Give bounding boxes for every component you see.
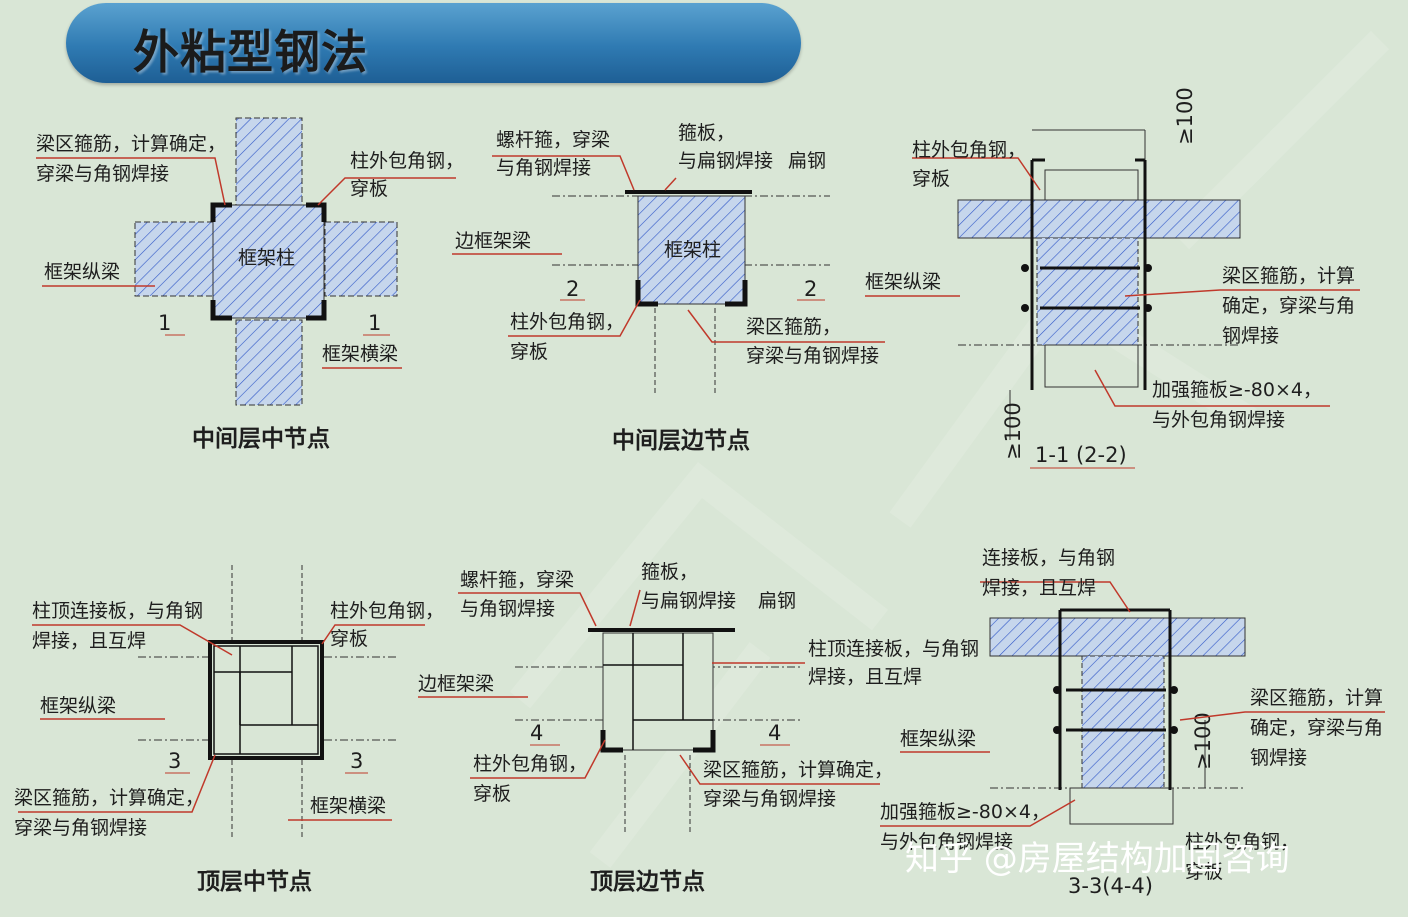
svg-text:1: 1: [158, 311, 171, 335]
label-stirrup-1: 梁区箍筋，: [746, 316, 841, 338]
label-angle-2: 穿板: [912, 168, 950, 190]
watermark-text: 知乎 @房屋结构加固咨询: [905, 839, 1290, 879]
section-1-1: ≥100 ≥100 柱外包角钢， 穿板 框架纵梁 梁区箍筋，计算 确定，穿梁与角…: [865, 87, 1360, 469]
angle-steel: [210, 202, 327, 321]
label-edge-beam: 边框架梁: [418, 673, 494, 695]
label-column: 框架柱: [238, 247, 295, 269]
label-plate-2: 与外包角钢焊接: [1152, 409, 1285, 431]
slab-top: [989, 617, 1246, 657]
label-angle-1: 柱外包角钢，: [473, 753, 587, 775]
svg-text:1: 1: [368, 311, 381, 335]
beam-section: [1036, 237, 1139, 346]
label-stirrup-2: 确定，穿梁与角: [1222, 295, 1355, 317]
label-plate-1: 加强箍板≥-80×4，: [880, 801, 1050, 823]
svg-text:≥100: ≥100: [1191, 712, 1215, 770]
svg-text:3: 3: [350, 749, 363, 773]
label-angle-1: 柱外包角钢，: [1185, 831, 1299, 853]
svg-text:2: 2: [566, 277, 579, 301]
node-middle-edge: 2 2 螺杆箍，穿梁 与角钢焊接 箍板， 与扁钢焊接 扁钢 边框架梁 框架柱 柱…: [452, 122, 885, 454]
svg-text:2: 2: [804, 277, 817, 301]
label-stirrup-3: 钢焊接: [1222, 325, 1279, 347]
label-angle-2: 穿板: [510, 341, 548, 363]
label-connect-plate-2: 焊接，且互焊: [982, 577, 1096, 599]
label-longitudinal-beam: 框架纵梁: [44, 261, 120, 283]
label-plate-1: 加强箍板≥-80×4，: [1152, 379, 1322, 401]
beam-left: [134, 221, 214, 297]
label-stirrup-1: 梁区箍筋，计算: [1222, 265, 1355, 287]
svg-text:4: 4: [768, 721, 781, 745]
label-longitudinal-beam: 框架纵梁: [865, 271, 941, 293]
label-angle-2: 穿板: [473, 783, 511, 805]
title-banner: [66, 3, 801, 83]
caption-node-4: 顶层中节点: [197, 869, 312, 895]
caption-node-1: 中间层中节点: [192, 426, 330, 452]
caption-section-3: 3-3(4-4): [1068, 874, 1153, 898]
label-bolt-stirrup-2: 与角钢焊接: [496, 157, 591, 179]
label-stirrup-2: 穿梁与角钢焊接: [14, 817, 147, 839]
label-stirrup-1: 梁区箍筋，计算确定，: [36, 133, 226, 155]
column-upper: [235, 117, 303, 207]
label-stirrup-2: 穿梁与角钢焊接: [703, 788, 836, 810]
label-plate-2: 与外包角钢焊接: [880, 831, 1013, 853]
label-bolt-stirrup-2: 与角钢焊接: [460, 598, 555, 620]
label-stirrup-2: 穿梁与角钢焊接: [746, 345, 879, 367]
label-flat-steel: 扁钢: [758, 590, 796, 612]
label-angle-2: 穿板: [1185, 861, 1223, 883]
label-angle-1: 柱外包角钢，: [510, 311, 624, 333]
svg-text:≥100: ≥100: [1001, 402, 1025, 460]
slab: [957, 199, 1241, 239]
beam-section: [1081, 655, 1165, 789]
label-plate-2: 与扁钢焊接: [641, 590, 736, 612]
label-stirrup-1: 梁区箍筋，计算确定，: [703, 759, 893, 781]
label-plate-1: 箍板，: [678, 122, 735, 144]
label-plate-2: 与扁钢焊接: [678, 150, 773, 172]
label-bolt-stirrup-1: 螺杆箍，穿梁: [460, 569, 574, 591]
edge-column: [637, 195, 746, 305]
node-middle-interior: 1 1 梁区箍筋，计算确定， 穿梁与角钢焊接 柱外包角钢， 穿板 框架纵梁 框架…: [36, 117, 464, 452]
label-transverse-beam: 框架横梁: [322, 343, 398, 365]
label-angle-1: 柱外包角钢，: [350, 150, 464, 172]
column-core: [212, 204, 325, 319]
label-longitudinal-beam: 框架纵梁: [900, 728, 976, 750]
label-stirrup-1: 梁区箍筋，计算确定，: [14, 787, 204, 809]
page-title: 外粘型钢法: [133, 25, 368, 79]
top-edge-plate: [602, 632, 714, 751]
label-angle-2: 穿板: [350, 178, 388, 200]
label-plate-1: 箍板，: [641, 561, 698, 583]
section-3-3: ≥100 连接板，与角钢 焊接，且互焊 梁区箍筋，计算 确定，穿梁与角 钢焊接 …: [880, 547, 1385, 898]
top-plate: [208, 640, 324, 760]
label-top-plate-2: 焊接，且互焊: [32, 630, 146, 652]
label-bolt-stirrup-1: 螺杆箍，穿梁: [496, 129, 610, 151]
caption-node-5: 顶层边节点: [590, 869, 705, 895]
label-stirrup-3: 钢焊接: [1250, 747, 1307, 769]
label-stirrup-2: 穿梁与角钢焊接: [36, 163, 169, 185]
label-top-plate-1: 柱顶连接板，与角钢: [808, 638, 979, 660]
label-stirrup-2: 确定，穿梁与角: [1250, 717, 1383, 739]
label-longitudinal-beam: 框架纵梁: [40, 695, 116, 717]
label-edge-beam: 边框架梁: [455, 230, 531, 252]
beam-right: [324, 221, 398, 297]
svg-text:3: 3: [168, 749, 181, 773]
label-flat-steel: 扁钢: [788, 150, 826, 172]
label-angle-1: 柱外包角钢，: [912, 139, 1026, 161]
svg-text:≥100: ≥100: [1173, 87, 1197, 145]
caption-node-2: 中间层边节点: [612, 428, 750, 454]
label-stirrup-1: 梁区箍筋，计算: [1250, 687, 1383, 709]
label-top-plate-1: 柱顶连接板，与角钢: [32, 600, 203, 622]
label-angle-1: 柱外包角钢，: [330, 600, 444, 622]
caption-section-1: 1-1 (2-2): [1035, 443, 1127, 467]
svg-text:4: 4: [530, 721, 543, 745]
node-top-edge: 4 4 螺杆箍，穿梁 与角钢焊接 箍板， 与扁钢焊接 扁钢 柱顶连接板，与角钢 …: [418, 561, 979, 895]
label-column: 框架柱: [664, 239, 721, 261]
label-transverse-beam: 框架横梁: [310, 795, 386, 817]
column-lower: [235, 319, 303, 406]
label-angle-2: 穿板: [330, 628, 368, 650]
label-connect-plate-1: 连接板，与角钢: [982, 547, 1115, 569]
node-top-interior: 3 3 柱顶连接板，与角钢 焊接，且互焊 柱外包角钢， 穿板 框架纵梁 梁区箍筋…: [14, 565, 444, 895]
label-top-plate-2: 焊接，且互焊: [808, 666, 922, 688]
